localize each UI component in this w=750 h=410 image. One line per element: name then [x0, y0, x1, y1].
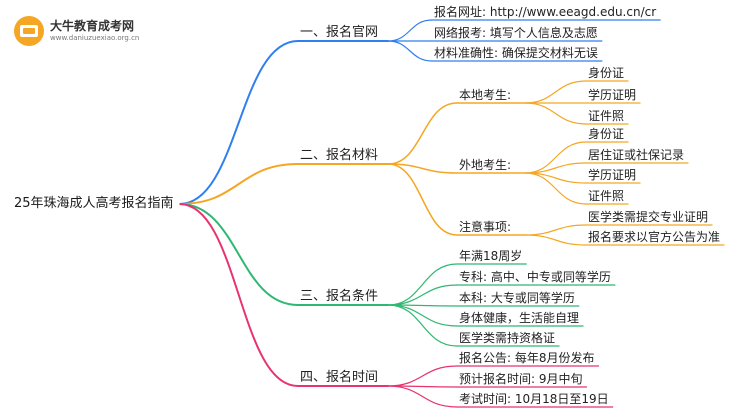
- graduation-cap-icon: [14, 16, 44, 46]
- leaf-announcement: 报名公告: 每年8月份发布: [459, 351, 595, 365]
- leaf-material-accuracy: 材料准确性: 确保提交材料无误: [434, 46, 598, 60]
- leaf-local-photo: 证件照: [588, 109, 625, 123]
- branch-materials: 二、报名材料: [300, 148, 379, 163]
- branch-to-group-connector: [387, 163, 458, 236]
- branch-to-leaf-connector: [388, 304, 458, 327]
- leaf-online-apply: 网络报考: 填写个人信息及志愿: [434, 26, 598, 40]
- group-to-leaf-connector: [525, 172, 587, 205]
- group-to-leaf-connector: [525, 224, 587, 236]
- root-to-branch-connector: [179, 163, 299, 205]
- root-topic: 25年珠海成人高考报名指南: [14, 196, 174, 211]
- branch-schedule: 四、报名时间: [300, 370, 379, 385]
- logo-title: 大牛教育成考网: [50, 19, 135, 33]
- group-notes: 注意事项:: [459, 220, 512, 234]
- leaf-registration-time: 预计报名时间: 9月中旬: [459, 372, 583, 386]
- branch-to-group-connector: [388, 102, 458, 165]
- leaf-medical-cert: 医学类需持资格证: [459, 331, 556, 345]
- leaf-official-notice: 报名要求以官方公告为准: [588, 230, 721, 244]
- leaf-exam-time: 考试时间: 10月18日至19日: [459, 392, 609, 406]
- root-to-branch-connector: [179, 40, 299, 205]
- leaf-local-education: 学历证明: [588, 88, 637, 102]
- leaf-undergraduate: 本科: 大专或同等学历: [459, 291, 575, 305]
- branch-to-leaf-connector: [388, 19, 433, 42]
- site-logo: 大牛教育成考网 www.daniuzuexiao.org.cn: [14, 12, 164, 48]
- leaf-nonlocal-id: 身份证: [588, 127, 625, 141]
- branch-to-leaf-connector: [388, 284, 458, 306]
- leaf-medical-proof: 医学类需提交专业证明: [588, 210, 709, 224]
- leaf-nonlocal-education: 学历证明: [588, 168, 637, 182]
- leaf-age: 年满18周岁: [459, 249, 523, 263]
- branch-to-leaf-connector: [388, 365, 458, 387]
- group-local-candidates: 本地考生:: [459, 88, 512, 102]
- group-to-leaf-connector: [525, 80, 587, 104]
- group-to-leaf-connector: [525, 102, 587, 125]
- leaf-health: 身体健康，生活能自理: [459, 311, 580, 325]
- leaf-junior-college: 专科: 高中、中专或同等学历: [459, 270, 611, 284]
- logo-subtitle: www.daniuzuexiao.org.cn: [50, 34, 140, 42]
- root-to-branch-connector: [179, 203, 299, 306]
- root-to-branch-connector: [179, 203, 299, 387]
- branch-to-leaf-connector: [388, 40, 433, 62]
- branch-official-site: 一、报名官网: [300, 25, 379, 40]
- branch-conditions: 三、报名条件: [300, 289, 379, 304]
- leaf-local-id: 身份证: [588, 66, 625, 80]
- leaf-nonlocal-residence: 居住证或社保记录: [588, 148, 685, 162]
- group-to-leaf-connector: [525, 234, 587, 246]
- branch-to-leaf-connector: [388, 263, 458, 306]
- branch-to-leaf-connector: [388, 304, 458, 347]
- group-nonlocal-candidates: 外地考生:: [459, 158, 512, 172]
- leaf-site-url: 报名网址: http://www.eeagd.edu.cn/cr: [434, 5, 657, 19]
- branch-to-group-connector: [388, 163, 458, 174]
- branch-to-leaf-connector: [388, 385, 458, 408]
- leaf-nonlocal-photo: 证件照: [588, 189, 625, 203]
